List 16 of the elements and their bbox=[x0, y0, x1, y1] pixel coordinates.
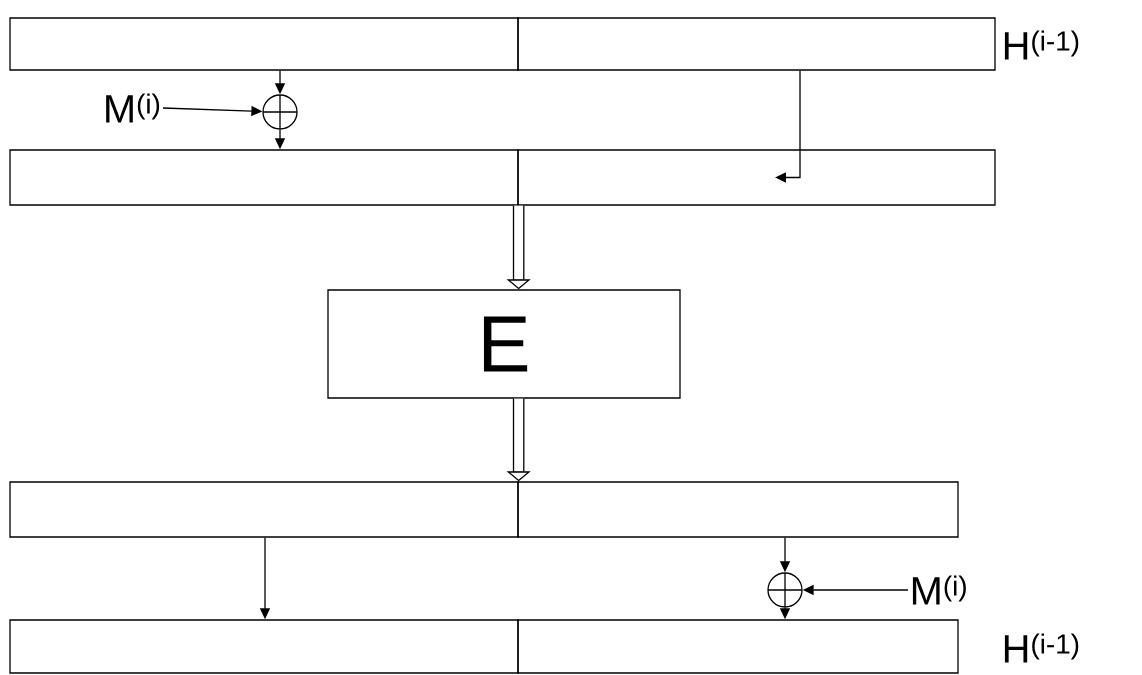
register-label: H$^{(i-1)}$ bbox=[1004, 633, 1079, 663]
register-half bbox=[517, 619, 959, 674]
register-half bbox=[9, 149, 519, 206]
xor-symbol bbox=[262, 94, 298, 130]
register-half bbox=[517, 481, 959, 538]
register-half bbox=[9, 17, 519, 71]
arrow bbox=[775, 70, 801, 183]
register-half bbox=[517, 149, 996, 206]
register-half bbox=[9, 619, 519, 674]
input-label: M$^{(i)}$ bbox=[912, 575, 966, 605]
register-half bbox=[9, 481, 519, 538]
process-box: E bbox=[327, 289, 681, 399]
input-label: M$^{(i)}$ bbox=[106, 93, 160, 123]
register-label: H$^{(i-1)}$ bbox=[1004, 30, 1079, 60]
xor-symbol bbox=[767, 572, 803, 608]
register-half bbox=[517, 17, 996, 71]
